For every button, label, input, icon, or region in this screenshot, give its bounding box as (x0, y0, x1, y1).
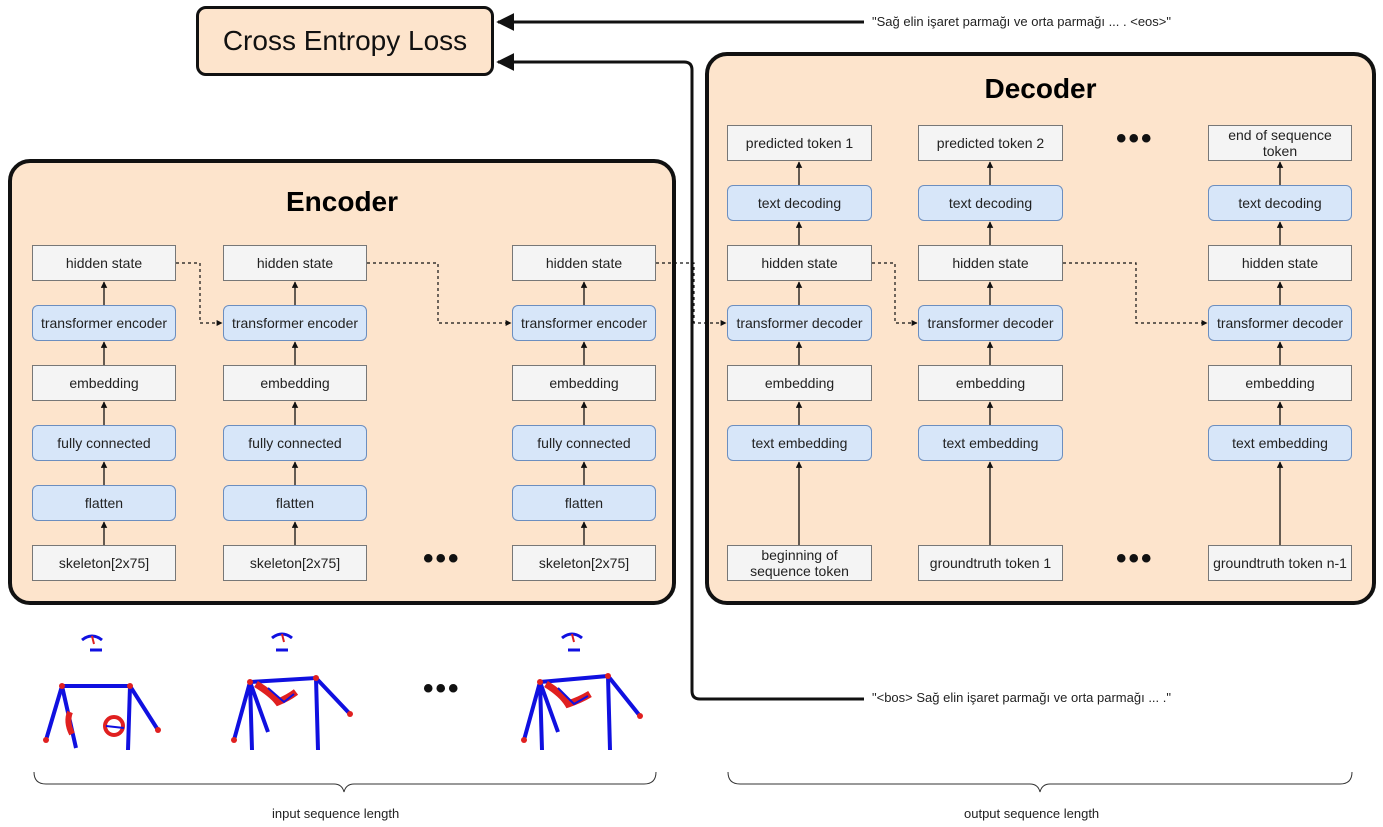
skeleton-figure-3 (521, 632, 643, 751)
decoder-input-token: groundtruth token n-1 (1208, 545, 1352, 581)
encoder-ellipsis: ••• (423, 542, 461, 575)
encoder-title: Encoder (285, 186, 399, 217)
encoder-embedding: embedding (512, 365, 656, 401)
encoder-embedding: embedding (32, 365, 176, 401)
encoder-skeleton-input: skeleton[2x75] (32, 545, 176, 581)
encoder-fully-connected: fully connected (512, 425, 656, 461)
encoder-skeleton-input: skeleton[2x75] (223, 545, 367, 581)
encoder-transformer-block: transformer encoder (223, 305, 367, 341)
decoder-ellipsis-bottom: ••• (1116, 542, 1154, 575)
decoder-input-token: groundtruth token 1 (918, 545, 1063, 581)
encoder-flatten: flatten (512, 485, 656, 521)
decoder-text-embedding: text embedding (727, 425, 872, 461)
decoder-hidden-state: hidden state (727, 245, 872, 281)
skeleton-figure-1 (43, 634, 161, 751)
decoder-text-embedding: text embedding (1208, 425, 1352, 461)
cross-entropy-loss-box: Cross Entropy Loss (196, 6, 494, 76)
encoder-transformer-block: transformer encoder (32, 305, 176, 341)
decoder-text-decoding: text decoding (918, 185, 1063, 221)
encoder-fully-connected: fully connected (32, 425, 176, 461)
encoder-hidden-state: hidden state (32, 245, 176, 281)
encoder-flatten: flatten (32, 485, 176, 521)
encoder-flatten: flatten (223, 485, 367, 521)
encoder-skeleton-input: skeleton[2x75] (512, 545, 656, 581)
decoder-hidden-state: hidden state (1208, 245, 1352, 281)
decoder-embedding: embedding (1208, 365, 1352, 401)
decoder-text-decoding: text decoding (1208, 185, 1352, 221)
decoder-embedding: embedding (727, 365, 872, 401)
decoder-text-embedding: text embedding (918, 425, 1063, 461)
encoder-fully-connected: fully connected (223, 425, 367, 461)
decoder-transformer-block: transformer decoder (727, 305, 872, 341)
decoder-embedding: embedding (918, 365, 1063, 401)
decoder-text-decoding: text decoding (727, 185, 872, 221)
decoder-output-token: end of sequence token (1208, 125, 1352, 161)
encoder-hidden-state: hidden state (512, 245, 656, 281)
skeleton-ellipsis: ••• (423, 672, 461, 705)
decoder-ellipsis-top: ••• (1116, 122, 1154, 155)
decoder-title: Decoder (984, 73, 1097, 104)
decoder-hidden-state: hidden state (918, 245, 1063, 281)
encoder-embedding: embedding (223, 365, 367, 401)
encoder-hidden-state: hidden state (223, 245, 367, 281)
decoder-transformer-block: transformer decoder (1208, 305, 1352, 341)
encoder-transformer-block: transformer encoder (512, 305, 656, 341)
decoder-transformer-block: transformer decoder (918, 305, 1063, 341)
target-sentence: "Sağ elin işaret parmağı ve orta parmağı… (872, 14, 1171, 29)
decoder-output-token: predicted token 2 (918, 125, 1063, 161)
input-length-label: input sequence length (272, 806, 400, 821)
output-length-label: output sequence length (964, 806, 1100, 821)
skeleton-figure-2 (231, 632, 353, 751)
decoder-input-token: beginning of sequence token (727, 545, 872, 581)
input-sentence: "<bos> Sağ elin işaret parmağı ve orta p… (872, 690, 1171, 705)
decoder-output-token: predicted token 1 (727, 125, 872, 161)
